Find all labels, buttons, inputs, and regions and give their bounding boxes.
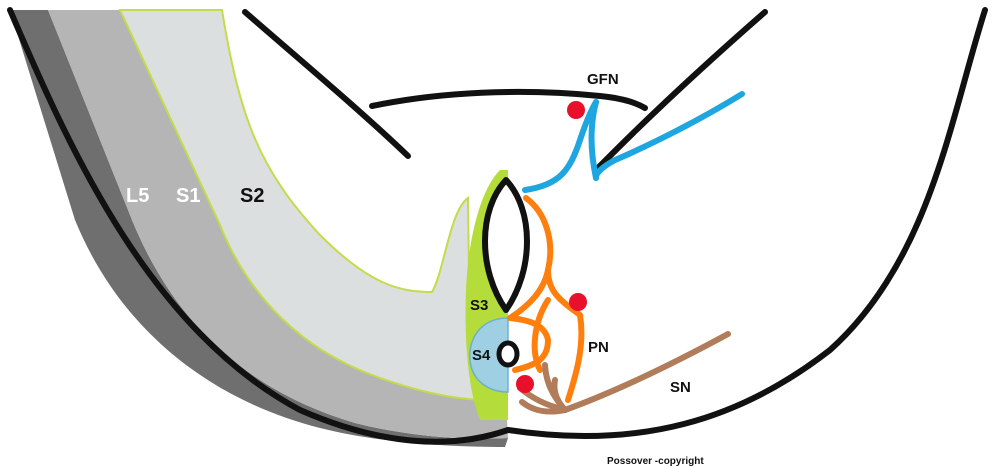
label-s1: S1 [176, 185, 200, 207]
label-sn: SN [670, 379, 691, 396]
label-s2: S2 [240, 185, 264, 207]
sn-nerve-point [516, 375, 534, 393]
label-s3: S3 [470, 297, 488, 314]
pn-nerve-point [569, 293, 587, 311]
label-gfn: GFN [587, 71, 619, 88]
copyright-note: Possover -copyright [607, 456, 704, 467]
sn-nerve [520, 334, 728, 412]
label-s4: S4 [472, 347, 491, 364]
anus-outline [499, 343, 517, 365]
label-pn: PN [588, 339, 609, 356]
gfn-nerve-point [567, 101, 585, 119]
label-l5: L5 [126, 185, 149, 207]
gfn-nerve [525, 94, 742, 190]
